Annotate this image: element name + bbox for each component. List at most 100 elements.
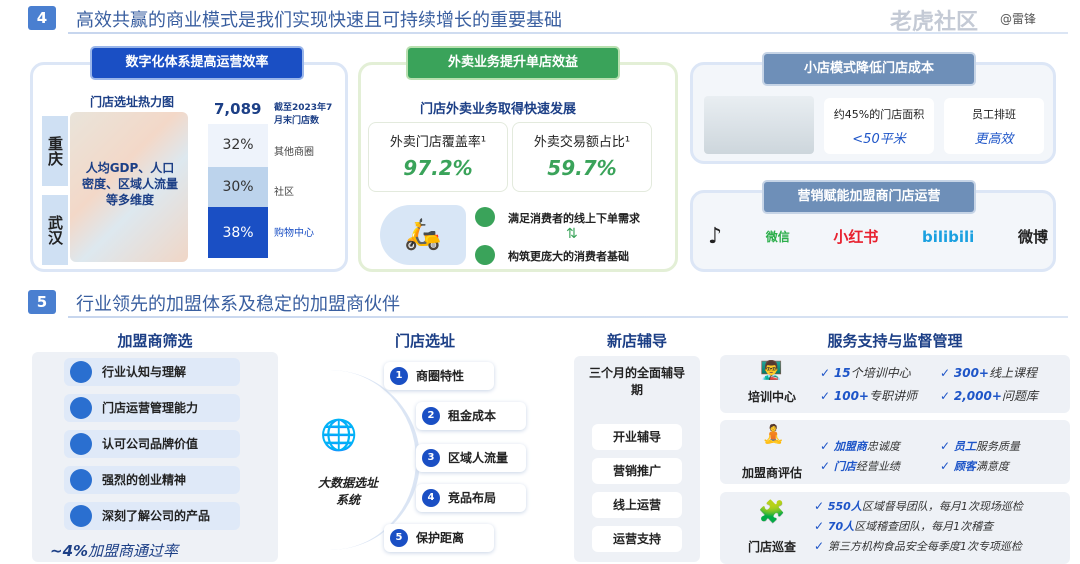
check-icon: ✓ <box>940 366 954 380</box>
evaluation-items: ✓ 加盟商忠诚度✓ 员工服务质量✓ 门店经营业绩✓ 顾客满意度 <box>820 438 1060 474</box>
item-highlight: 70人 <box>827 520 855 533</box>
criterion-icon <box>70 505 92 527</box>
step-number: 1 <box>390 367 408 385</box>
divider <box>68 32 1068 34</box>
item-highlight: 顾客 <box>953 460 976 473</box>
stat-card: 员工排班 更高效 <box>944 98 1044 154</box>
row-label: 加盟商评估 <box>742 466 803 480</box>
section-number: 5 <box>28 290 56 314</box>
check-icon: ✓ <box>814 539 828 553</box>
item-highlight: 100+ <box>833 389 869 403</box>
support-item: ✓ 100+专职讲师 <box>820 387 940 404</box>
ribbon: 小店模式降低门店成本 <box>764 54 974 84</box>
pass-rate: ~4%加盟商通过率 <box>50 540 178 561</box>
screening-list: 行业认知与理解门店运营管理能力认可公司品牌价值强烈的创业精神深刻了解公司的产品 <box>64 358 240 538</box>
item-text: 经营业绩 <box>855 460 900 473</box>
support-item: ✓ 70人区域稽查团队，每月1次稽查 <box>814 518 1064 534</box>
step-number: 4 <box>422 489 440 507</box>
divider <box>68 316 1068 318</box>
coaching-item: 营销推广 <box>592 458 682 484</box>
item-text: 满意度 <box>975 460 1009 473</box>
heatmap-image <box>70 112 188 262</box>
xiaohongshu-logo-icon: 小红书 <box>833 228 879 246</box>
section-title: 高效共赢的商业模式是我们实现快速且可持续增长的重要基础 <box>76 10 562 31</box>
card-label: 员工排班 <box>972 108 1016 121</box>
screening-item-label: 认可公司品牌价值 <box>102 437 199 451</box>
stat-card: 约45%的门店面积 <50平米 <box>824 98 934 154</box>
row-label: 门店巡查 <box>748 540 797 554</box>
coaching-item: 线上运营 <box>592 492 682 518</box>
screening-item-label: 强烈的创业精神 <box>102 473 187 487</box>
support-item: ✓ 门店经营业绩 <box>820 458 940 474</box>
delivery-point: 满足消费者的线上下单需求 <box>508 212 640 225</box>
check-icon: ✓ <box>814 499 828 513</box>
item-highlight: 门店 <box>833 460 856 473</box>
platform-logos: ♪ 微信 小红书 bilibili 微博 <box>708 224 1048 249</box>
screening-item-label: 行业认知与理解 <box>102 365 187 379</box>
bilibili-logo-icon: bilibili <box>922 227 975 246</box>
evaluation-icon: 🧘 <box>762 424 785 445</box>
stat-label: 外卖交易额占比¹ <box>533 135 631 150</box>
store-mix-bar: 32%30%38% <box>208 124 270 258</box>
stat-card: 外卖门店覆盖率¹ 97.2% <box>368 122 508 192</box>
step-number: 5 <box>390 529 408 547</box>
store-total-note: 截至2023年7月末门店数 <box>274 103 333 126</box>
column-title: 服务支持与监督管理 <box>827 332 963 350</box>
bar-segment: 32% <box>208 124 268 167</box>
card-label: 约45%的门店面积 <box>833 108 925 121</box>
coaching-item: 运营支持 <box>592 526 682 552</box>
support-item: ✓ 加盟商忠诚度 <box>820 438 940 454</box>
ribbon: 外卖业务提升单店效益 <box>408 48 618 78</box>
delivery-scooter-icon: 🛵 <box>380 205 466 265</box>
check-icon: ✓ <box>820 459 834 473</box>
check-icon: ✓ <box>820 389 834 403</box>
criterion-icon <box>70 469 92 491</box>
item-text: 问题库 <box>1001 389 1038 403</box>
criterion-icon <box>70 361 92 383</box>
site-factor: 5 保护距离 <box>384 524 494 552</box>
city-label: 重庆 <box>42 116 68 186</box>
check-icon: ✓ <box>820 366 834 380</box>
screening-item: 门店运营管理能力 <box>64 394 240 422</box>
globe-computer-icon: 🌐 <box>320 418 358 453</box>
step-number: 2 <box>422 407 440 425</box>
check-icon: ✓ <box>940 389 954 403</box>
column-title: 新店辅导 <box>606 332 667 350</box>
site-factor: 1 商圈特性 <box>384 362 494 390</box>
coaching-period: 三个月的全面辅导期 <box>588 366 685 397</box>
card-value: 更高效 <box>974 132 1014 147</box>
item-text: 第三方机构食品安全每季度1次专项巡检 <box>827 540 1022 553</box>
support-item: ✓ 员工服务质量 <box>940 438 1060 454</box>
bar-segment: 30% <box>208 166 268 208</box>
screening-item-label: 深刻了解公司的产品 <box>102 509 211 523</box>
wechat-logo-icon: 微信 <box>765 230 790 244</box>
screening-item: 认可公司品牌价值 <box>64 430 240 458</box>
site-factor-label: 保护距离 <box>416 531 465 545</box>
item-text: 专职讲师 <box>868 389 917 403</box>
support-item: ✓ 550人区域督导团队，每月1次现场巡检 <box>814 498 1064 514</box>
screening-item: 行业认知与理解 <box>64 358 240 386</box>
arrows-icon: ⇅ <box>566 226 578 242</box>
item-text: 个培训中心 <box>850 366 911 380</box>
criterion-icon <box>70 433 92 455</box>
check-icon: ✓ <box>814 519 828 533</box>
pass-rate-label: 加盟商通过率 <box>88 542 179 560</box>
inspection-panel <box>720 492 1070 564</box>
stat-value: 97.2% <box>403 156 473 180</box>
training-stats: ✓ 15个培训中心✓ 300+线上课程✓ 100+专职讲师✓ 2,000+问题库 <box>820 364 1060 404</box>
legend-item: 购物中心 <box>274 228 314 239</box>
site-factor-label: 商圈特性 <box>416 369 465 383</box>
column-title: 加盟商筛选 <box>117 332 193 350</box>
legend-item: 社区 <box>274 187 294 198</box>
ribbon: 数字化体系提高运营效率 <box>92 48 302 78</box>
stat-card: 外卖交易额占比¹ 59.7% <box>512 122 652 192</box>
criterion-icon <box>70 397 92 419</box>
item-text: 忠诚度 <box>866 440 900 453</box>
store-total: 7,089 <box>214 100 262 118</box>
check-icon: ✓ <box>940 459 954 473</box>
screening-item: 强烈的创业精神 <box>64 466 240 494</box>
watermark: 老虎社区 <box>890 10 979 35</box>
card-value: <50平米 <box>852 132 906 147</box>
ribbon: 营销赋能加盟商门店运营 <box>764 182 974 212</box>
